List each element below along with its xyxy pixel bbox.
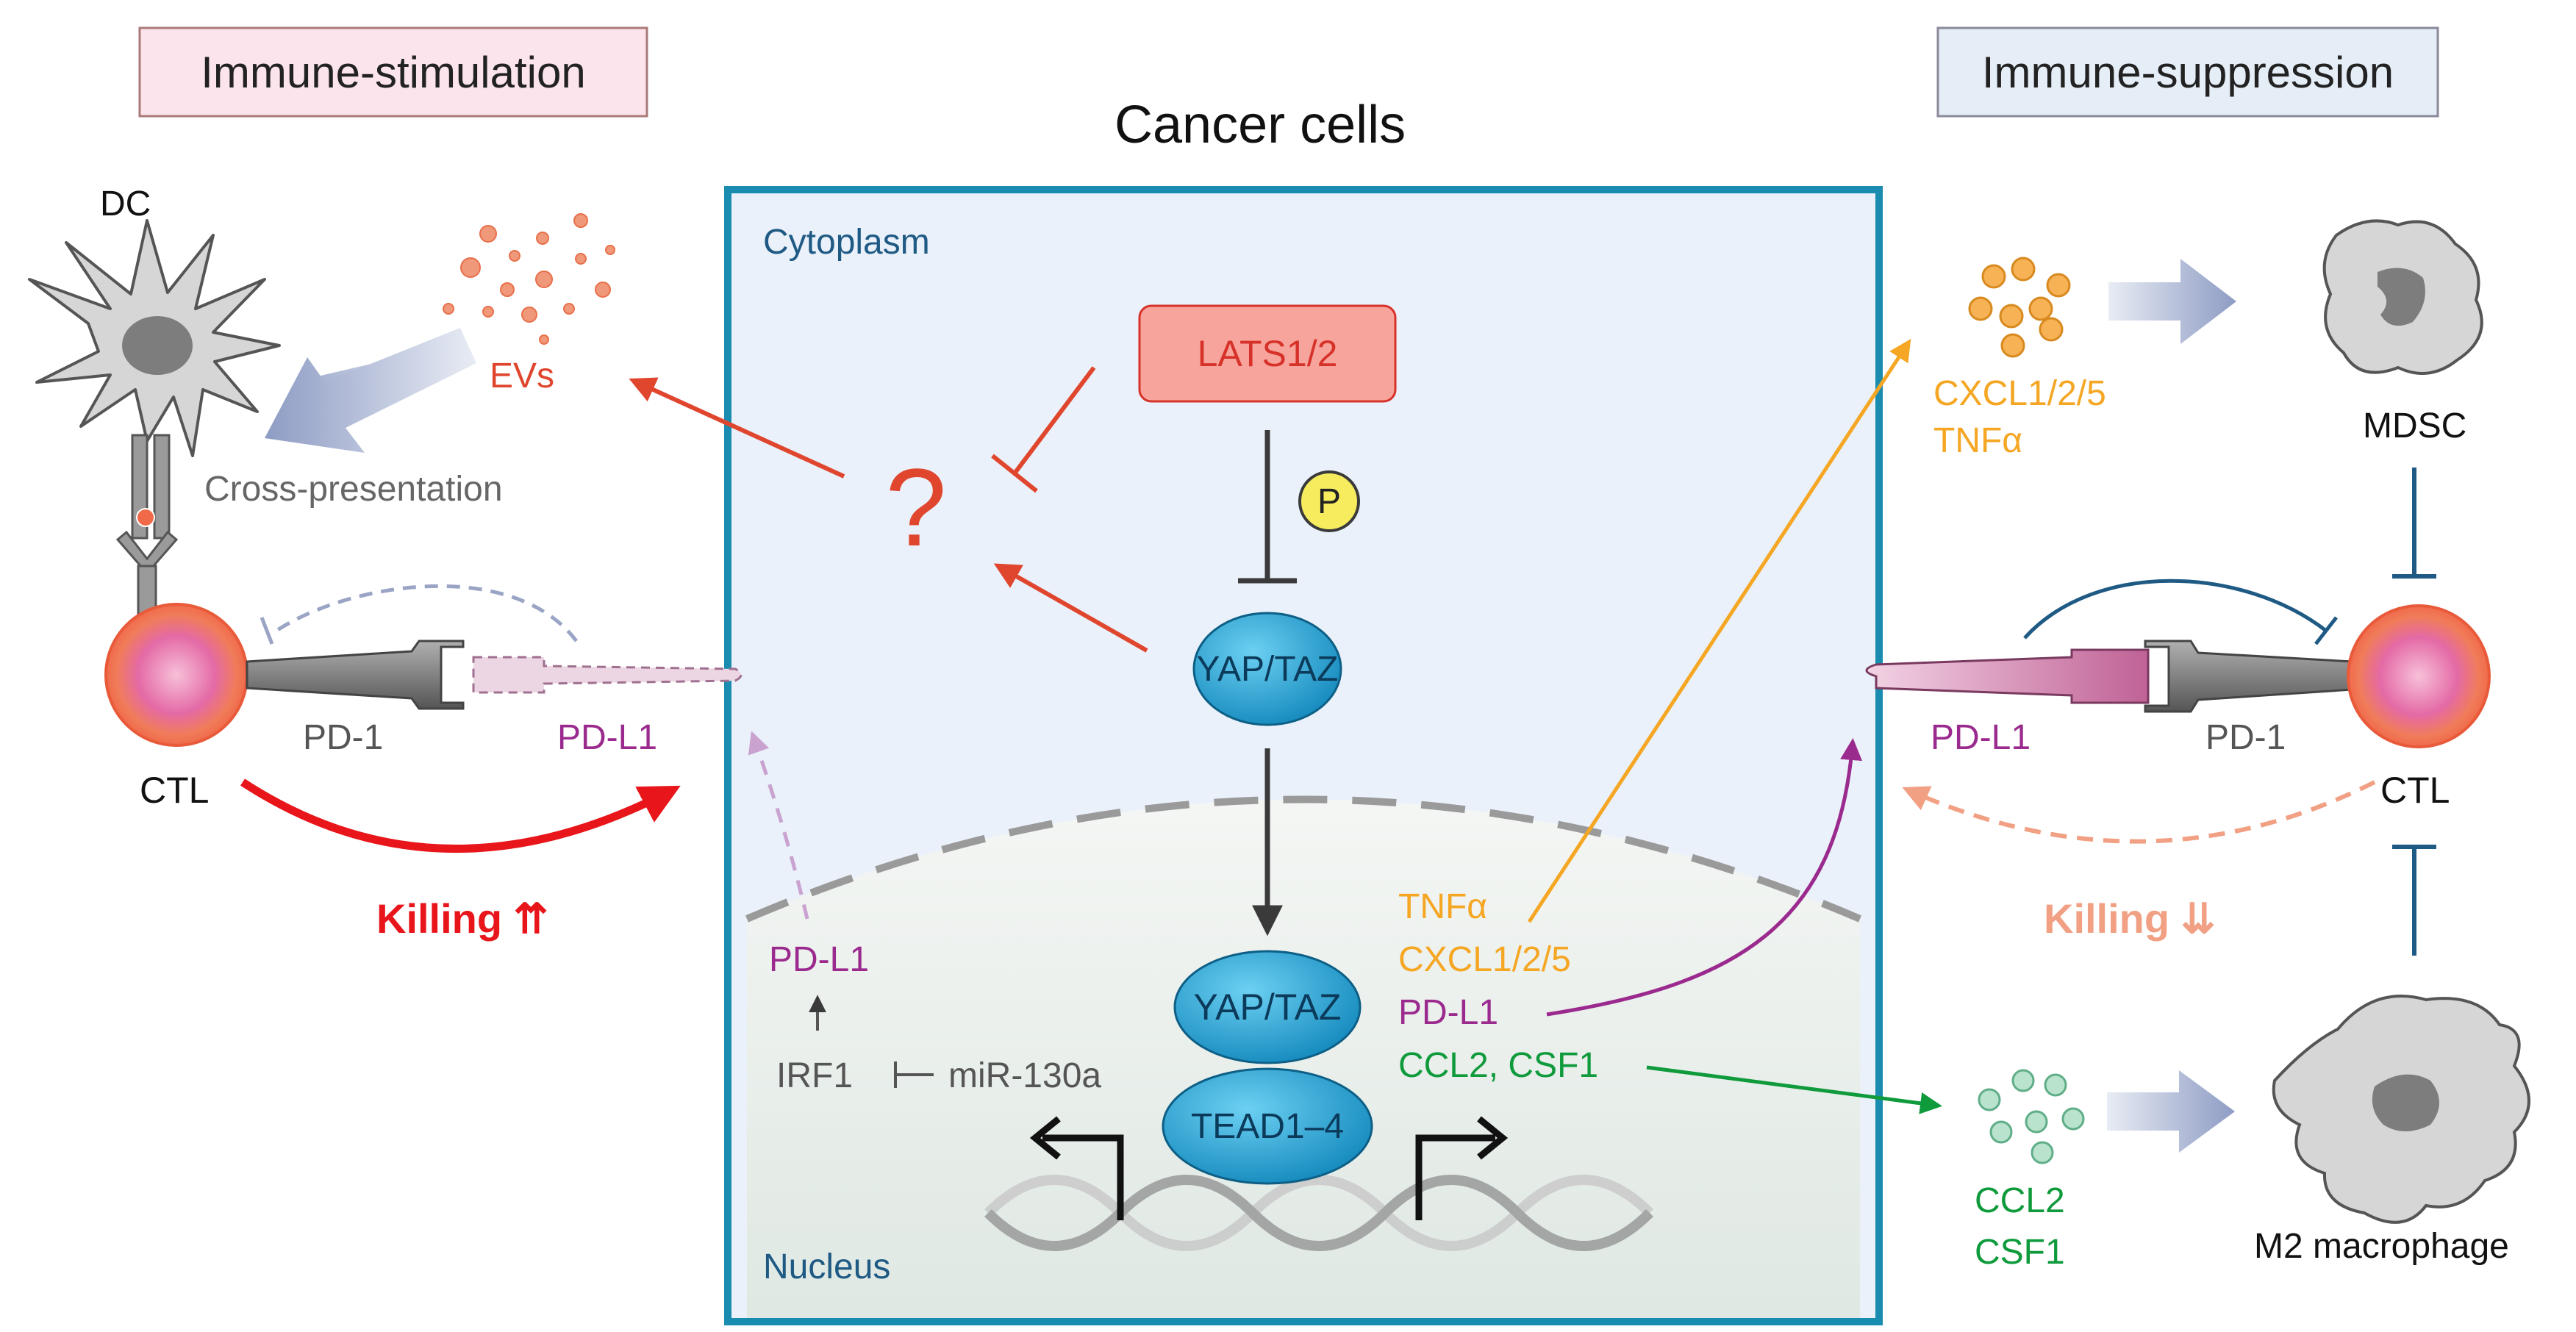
ctl-right-label: CTL <box>2380 770 2450 811</box>
irf1-label: IRF1 <box>776 1056 854 1095</box>
pdl1-to-surface-arrow <box>1546 738 1863 1017</box>
killing-left-label: Killing ⇈ <box>376 895 548 942</box>
pdl1-left <box>472 656 743 694</box>
pdl1-right-label: PD-L1 <box>1931 718 2031 757</box>
pd1-right <box>2144 640 2354 713</box>
tnfa-secretion-arrow <box>1527 338 1911 923</box>
yap-nuclear-label: YAP/TAZ <box>1193 987 1342 1028</box>
tnfa-right-label: TNFα <box>1933 421 2023 460</box>
lats-box <box>1138 304 1397 403</box>
target-cxcl-label: CXCL1/2/5 <box>1398 940 1571 979</box>
cross-presentation-arrow-body <box>265 328 476 453</box>
cancer-cells-title: Cancer cells <box>1115 96 1406 154</box>
transcription-left-arrow <box>1042 1134 1124 1220</box>
m2-macrophage-label: M2 macrophage <box>2254 1227 2509 1266</box>
lats-question-inhibit-line <box>1012 366 1096 475</box>
pdl1-pd1-inhibit-arc-left <box>275 584 578 642</box>
antigen-dot <box>136 508 155 527</box>
m2-macrophage <box>2272 995 2530 1224</box>
cxcl-right-label: CXCL1/2/5 <box>1933 374 2106 413</box>
mir-label: miR-130a <box>948 1056 1102 1095</box>
killing-arrow-left <box>240 778 681 853</box>
mdsc-cell <box>2322 219 2483 375</box>
target-pdl1-label: PD-L1 <box>1398 993 1499 1032</box>
yap-cyto-label: YAP/TAZ <box>1196 649 1339 689</box>
inhibit-bar-left <box>260 617 274 645</box>
dendritic-cell <box>28 219 281 457</box>
evs-cluster <box>443 213 615 345</box>
pd1-left <box>246 640 465 710</box>
lats-label: LATS1/2 <box>1197 333 1338 374</box>
pdl1-right <box>1865 648 2150 704</box>
tead-label: TEAD1–4 <box>1190 1106 1345 1146</box>
transcription-left-arrowhead <box>1029 1116 1061 1160</box>
cytoplasm-label: Cytoplasm <box>763 223 930 262</box>
pd1-left-label: PD-1 <box>303 718 384 757</box>
yap-to-question-arrow <box>993 563 1148 653</box>
killing-right-label: Killing ⇊ <box>2044 895 2216 942</box>
transcription-right-arrowhead <box>1477 1116 1509 1160</box>
unknown-mediator-label: ? <box>885 445 947 569</box>
phospho-circle <box>1298 470 1360 532</box>
immune-suppression-box <box>1936 26 2439 118</box>
yap-nuclear-ellipse <box>1173 950 1362 1064</box>
tead-ellipse <box>1162 1067 1373 1185</box>
pdl1-pd1-inhibit-arc-right <box>2023 579 2328 640</box>
ctl-right-cell <box>2347 604 2491 748</box>
mhc-stem-2 <box>153 434 171 540</box>
pd1-right-label: PD-1 <box>2205 718 2286 757</box>
ctl-left-label: CTL <box>140 770 210 811</box>
ccl2-right-label: CCL2 <box>1975 1181 2065 1220</box>
cxcl-dots <box>1968 257 2071 358</box>
cross-presentation-label: Cross-presentation <box>204 470 503 509</box>
killing-arrow-right <box>1902 780 2376 844</box>
pdl1-left-label: PD-L1 <box>557 718 658 757</box>
target-ccl2-csf1-label: CCL2, CSF1 <box>1398 1046 1599 1085</box>
inhibit-bar-right <box>2314 616 2338 645</box>
nucleus-label: Nucleus <box>763 1247 891 1286</box>
ccl2-secretion-arrow <box>1646 1065 1942 1114</box>
question-to-evs-arrow <box>629 377 845 479</box>
cxcl-to-mdsc-arrow <box>2108 259 2236 344</box>
yap-cyto-ellipse <box>1192 612 1342 726</box>
phospho-label: P <box>1317 481 1341 521</box>
immune-suppression-title: Immune-suppression <box>1981 47 2394 97</box>
ccl2-to-m2-arrow <box>2107 1070 2235 1153</box>
nuclear-pdl1-label: PD-L1 <box>769 940 870 979</box>
target-tnfa-label: TNFα <box>1398 887 1488 926</box>
immune-stimulation-title: Immune-stimulation <box>201 47 586 97</box>
evs-label: EVs <box>490 357 555 395</box>
mdsc-label: MDSC <box>2363 407 2467 445</box>
transcription-right-arrow <box>1415 1134 1495 1220</box>
dc-label: DC <box>100 185 151 223</box>
ctl-left-cell <box>104 603 248 747</box>
immune-stimulation-box <box>138 26 648 118</box>
csf1-right-label: CSF1 <box>1975 1233 2065 1272</box>
ccl2-dots <box>1978 1069 2085 1164</box>
dna-helix <box>984 1175 1653 1251</box>
nuclear-envelope <box>745 795 1861 923</box>
lats-question-inhibit-bar <box>991 454 1038 493</box>
